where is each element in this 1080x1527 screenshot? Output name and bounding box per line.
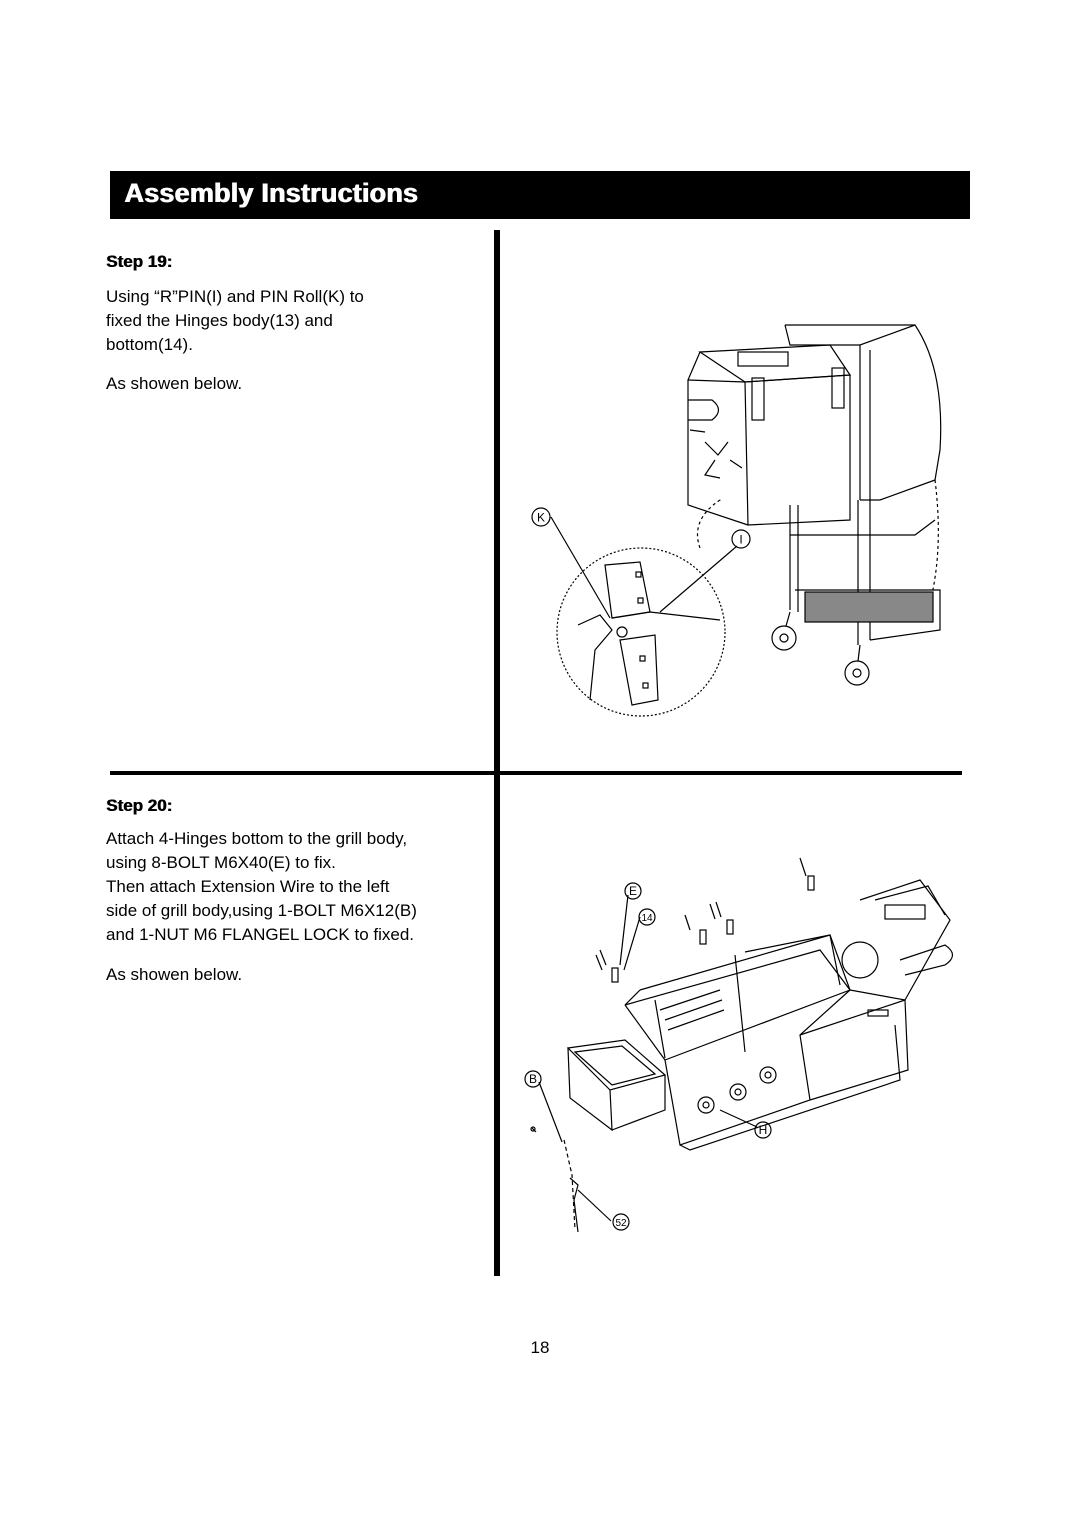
step-19-line-1: Using “R”PIN(I) and PIN Roll(K) to: [106, 287, 364, 306]
step-19-instructions: Using “R”PIN(I) and PIN Roll(K) to fixed…: [106, 285, 486, 357]
callout-h: H: [759, 1123, 768, 1137]
step-20-heading: Step 20:: [106, 796, 173, 815]
step-19-note: As showen below.: [106, 374, 243, 393]
step-19-heading: Step 19:: [106, 252, 173, 271]
step-20-line-5: and 1-NUT M6 FLANGEL LOCK to fixed.: [106, 925, 415, 944]
callout-k: K: [537, 511, 545, 525]
step-20-line-3: Then attach Extension Wire to the left: [106, 877, 390, 896]
title-bar: Assembly Instructions: [110, 171, 970, 219]
callout-i: I: [739, 533, 742, 547]
callout-14: 14: [641, 913, 653, 924]
step-20-note: As showen below.: [106, 965, 243, 984]
step-19-line-2: fixed the Hinges body(13) and: [106, 311, 333, 330]
horizontal-divider: [110, 771, 962, 775]
vertical-divider: [494, 230, 500, 1276]
step-20-line-1: Attach 4-Hinges bottom to the grill body…: [106, 829, 408, 848]
step-20-line-2: using 8-BOLT M6X40(E) to fix.: [106, 853, 336, 872]
page-number: 18: [530, 1338, 550, 1357]
step-20-instructions: Attach 4-Hinges bottom to the grill body…: [106, 827, 486, 947]
step-19-line-3: bottom(14).: [106, 335, 193, 354]
callout-e: E: [629, 884, 637, 898]
callout-b: B: [529, 1072, 537, 1086]
callout-52: 52: [615, 1218, 627, 1229]
step-20-line-4: side of grill body,using 1-BOLT M6X12(B): [106, 901, 417, 920]
page-title: Assembly Instructions: [124, 178, 418, 208]
